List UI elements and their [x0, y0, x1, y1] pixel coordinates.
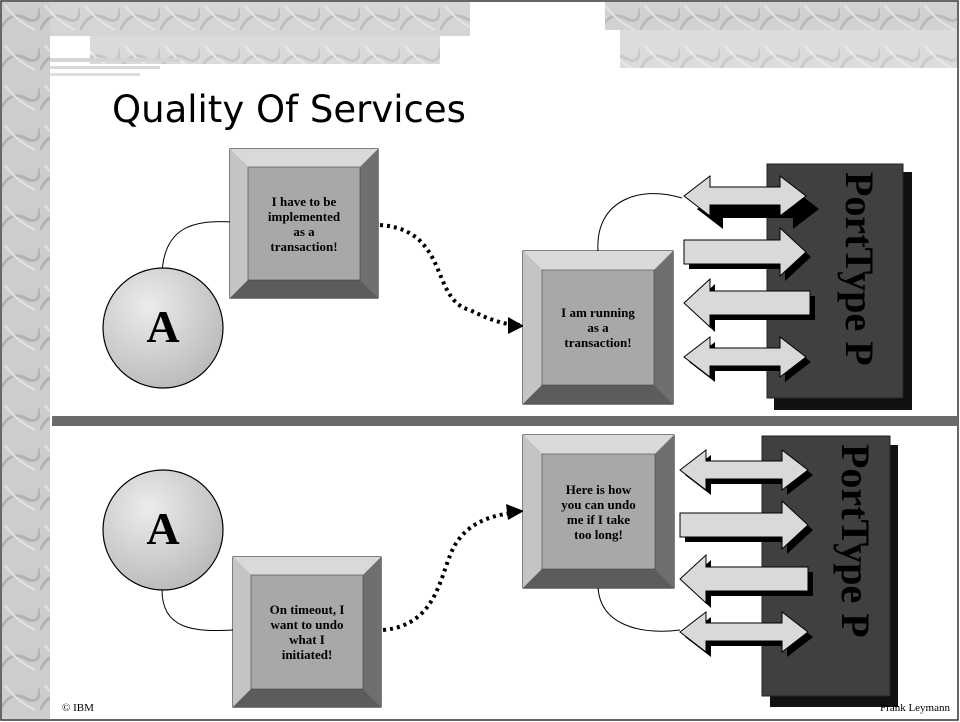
top-provider-line-1: I am running	[561, 305, 635, 320]
bottom-provider-line-3: me if I take	[566, 511, 631, 527]
sidebar-texture	[2, 2, 50, 719]
top-requester-circle	[102, 267, 224, 389]
top-op-arrow-4	[683, 335, 811, 382]
bottom-op-arrow-3	[679, 553, 813, 608]
bottom-provider-line-2: you can undo	[561, 496, 636, 512]
bottom-requester-box-text: On timeout, I want to undo what I initia…	[251, 575, 363, 689]
bottom-requester-line-1: On timeout, I	[269, 602, 345, 617]
bottom-provider-line-4: too long!	[574, 526, 623, 542]
bottom-flow-arrow	[382, 510, 519, 632]
top-port-type-label: PortType P	[837, 172, 882, 366]
top-requester-line-3: as a	[293, 223, 315, 239]
top-requester-line-1: I have to be	[271, 193, 337, 209]
bottom-requester-box	[232, 556, 382, 708]
bottom-requester-circle	[102, 469, 224, 591]
footer-author: Frank Leymann	[880, 702, 950, 714]
top-requester-box-text: I have to be implemented as a transactio…	[248, 167, 360, 280]
bottom-op-arrow-2	[679, 499, 813, 554]
top-flow-arrowhead	[508, 317, 524, 334]
bottom-requester-label: A	[146, 503, 180, 554]
bottom-provider-box	[522, 434, 675, 589]
top-requester-label: A	[146, 301, 180, 352]
bottom-flow-arrowhead	[506, 504, 524, 520]
top-provider-link	[597, 193, 683, 252]
top-op-arrow-3	[683, 277, 815, 332]
top-op-arrow-2	[683, 226, 811, 281]
bottom-op-arrow-1	[679, 448, 813, 495]
bottom-port-type-label: PortType P	[833, 444, 878, 638]
header-texture	[50, 2, 957, 76]
top-requester-link	[161, 221, 233, 284]
section-divider	[52, 416, 957, 426]
bottom-requester-link	[161, 589, 234, 631]
bottom-provider-link	[597, 586, 681, 632]
footer-copyright: © IBM	[62, 702, 94, 714]
top-op-arrow-1	[683, 174, 819, 229]
bottom-requester-line-2: want to undo	[270, 617, 344, 632]
top-requester-box	[229, 148, 379, 299]
slide-title: Quality Of Services	[112, 88, 466, 131]
bottom-provider-box-text: Here is how you can undo me if I take to…	[542, 454, 655, 569]
top-provider-line-3: transaction!	[564, 335, 632, 350]
bottom-op-arrow-4	[679, 610, 813, 657]
top-requester-line-4: transaction!	[270, 238, 338, 254]
top-provider-line-2: as a	[587, 320, 609, 335]
top-requester-line-2: implemented	[267, 208, 341, 224]
bottom-requester-line-4: initiated!	[281, 647, 333, 662]
top-provider-box	[522, 250, 674, 405]
top-provider-box-text: I am running as a transaction!	[542, 270, 654, 385]
bottom-provider-line-1: Here is how	[565, 481, 632, 497]
bottom-requester-line-3: what I	[289, 632, 325, 647]
